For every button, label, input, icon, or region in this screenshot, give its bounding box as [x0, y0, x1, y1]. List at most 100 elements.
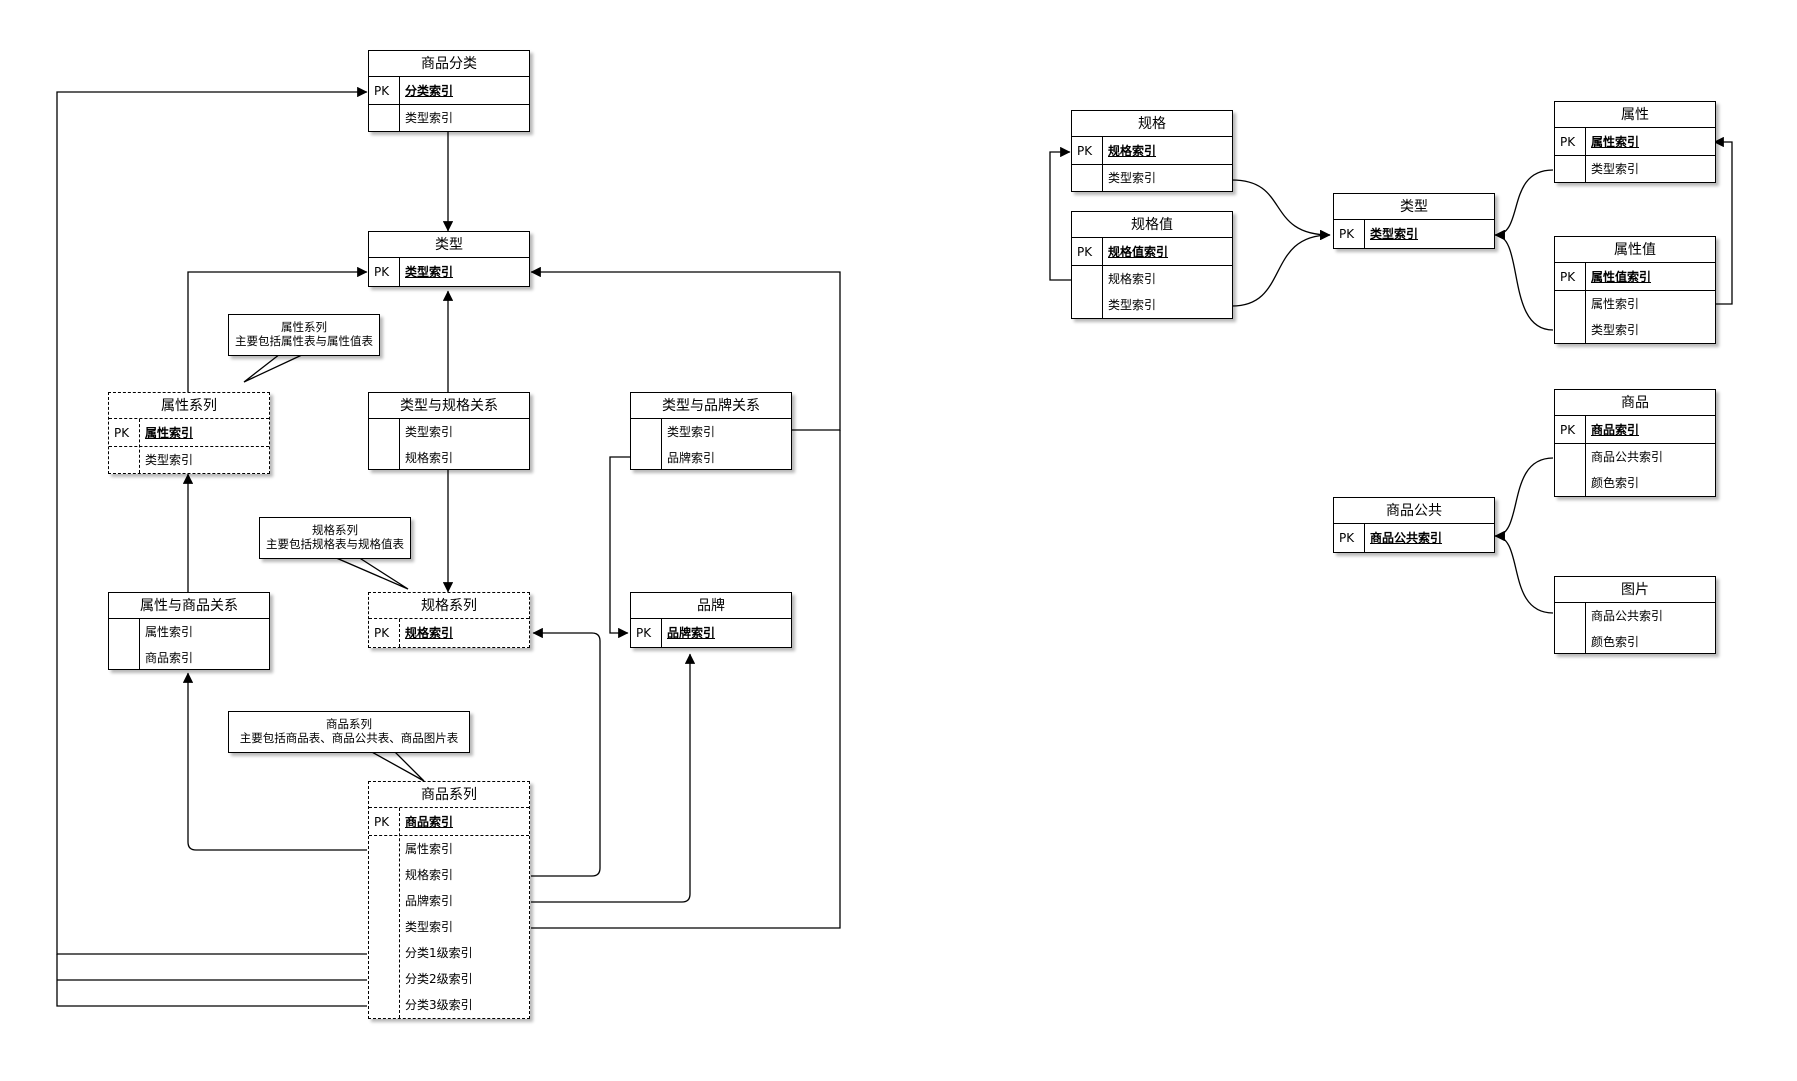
edge-goods-cat3 — [56, 954, 367, 1007]
column-divider — [1364, 220, 1365, 248]
pk-field: 属性索引 — [145, 426, 194, 440]
pk-field: 规格索引 — [405, 626, 454, 640]
pk-row: PK 商品公共索引 — [1334, 524, 1494, 552]
column-divider — [1102, 238, 1103, 318]
pk-field: 分类索引 — [405, 84, 454, 98]
table-spec-value[interactable]: 规格值 PK 规格值索引 规格索引 类型索引 — [1071, 211, 1233, 319]
field-row: 类型索引 — [405, 111, 454, 125]
edge-image-to-goodscommon — [1494, 530, 1554, 614]
table-title: 规格值 — [1072, 212, 1232, 238]
pk-row: PK 属性索引 — [109, 419, 269, 447]
table-goods[interactable]: 商品 PK 商品索引 商品公共索引 颜色索引 — [1554, 389, 1716, 497]
edge-spec-to-type — [1231, 179, 1331, 241]
field-row: 类型索引 — [405, 920, 454, 934]
edge-attrseries-to-type — [187, 266, 368, 392]
table-title: 商品系列 — [369, 782, 529, 808]
table-brand[interactable]: 品牌 PK 品牌索引 — [630, 592, 792, 648]
pk-row: PK 属性值索引 — [1555, 263, 1715, 291]
field-row: 规格索引 — [1108, 272, 1157, 286]
edge-goods-to-type — [531, 430, 841, 929]
table-type[interactable]: 类型 PK 类型索引 — [368, 231, 530, 287]
pk-field: 类型索引 — [1370, 227, 1419, 241]
edge-goods-to-goodscommon — [1494, 457, 1554, 542]
note-pointer-spec — [333, 556, 409, 590]
field-row: 颜色索引 — [1591, 476, 1640, 490]
pk-field: 商品索引 — [1591, 423, 1640, 437]
pk-field: 规格索引 — [1108, 144, 1157, 158]
pk-label: PK — [1560, 423, 1576, 437]
column-divider — [661, 619, 662, 647]
table-title: 图片 — [1555, 577, 1715, 603]
edge-attr-to-type — [1494, 169, 1554, 241]
edge-attrvalue-to-type — [1494, 229, 1554, 331]
pk-row: PK 类型索引 — [1334, 220, 1494, 248]
pk-label: PK — [374, 626, 390, 640]
table-title: 商品 — [1555, 390, 1715, 416]
edge-goods-to-specseries — [531, 627, 601, 877]
table-title: 品牌 — [631, 593, 791, 619]
pk-label: PK — [1077, 245, 1093, 259]
table-spec-series[interactable]: 规格系列 PK 规格索引 — [368, 592, 530, 648]
table-spec[interactable]: 规格 PK 规格索引 类型索引 — [1071, 110, 1233, 192]
pk-label: PK — [1339, 227, 1355, 241]
table-title: 类型 — [369, 232, 529, 258]
table-attr-value[interactable]: 属性值 PK 属性值索引 属性索引 类型索引 — [1554, 236, 1716, 344]
field-row: 商品索引 — [145, 651, 194, 665]
note-line2: 主要包括商品表、商品公共表、商品图片表 — [239, 731, 459, 745]
pk-row: PK 品牌索引 — [631, 619, 791, 647]
pk-label: PK — [374, 265, 390, 279]
note-attr-series: 属性系列 主要包括属性表与属性值表 — [228, 314, 380, 356]
table-type-right[interactable]: 类型 PK 类型索引 — [1333, 193, 1495, 249]
field-row: 商品公共索引 — [1591, 609, 1664, 623]
pk-label: PK — [1560, 135, 1576, 149]
pk-row: PK 规格值索引 — [1072, 238, 1232, 266]
field-row: 品牌索引 — [405, 894, 454, 908]
note-pointer-goods — [367, 750, 425, 782]
pk-row: PK 属性索引 — [1555, 128, 1715, 156]
pk-row: PK 类型索引 — [369, 258, 529, 286]
pk-row: PK 商品索引 — [369, 808, 529, 836]
column-divider — [1102, 137, 1103, 191]
pk-label: PK — [374, 815, 390, 829]
pk-label: PK — [114, 426, 130, 440]
note-line1: 商品系列 — [326, 717, 372, 731]
field-row: 分类3级索引 — [405, 998, 473, 1012]
column-divider — [139, 419, 140, 473]
table-title: 类型 — [1334, 194, 1494, 220]
table-goods-series[interactable]: 商品系列 PK 商品索引 属性索引 规格索引 品牌索引 类型索引 分类1级索引 … — [368, 781, 530, 1019]
note-line2: 主要包括规格表与规格值表 — [266, 537, 404, 551]
table-attr-series[interactable]: 属性系列 PK 属性索引 类型索引 — [108, 392, 270, 474]
column-divider — [399, 619, 400, 647]
field-row: 类型索引 — [1591, 323, 1640, 337]
field-row: 类型索引 — [667, 425, 716, 439]
pk-label: PK — [374, 84, 390, 98]
table-attr[interactable]: 属性 PK 属性索引 类型索引 — [1554, 101, 1716, 183]
column-divider — [1585, 416, 1586, 496]
note-spec-series: 规格系列 主要包括规格表与规格值表 — [259, 517, 411, 559]
table-title: 规格 — [1072, 111, 1232, 137]
field-row: 类型索引 — [1108, 171, 1157, 185]
table-title: 类型与规格关系 — [369, 393, 529, 419]
edge-typebrand-to-type — [530, 266, 841, 431]
table-title: 商品分类 — [369, 51, 529, 77]
edge-specvalue-to-spec — [1049, 146, 1072, 281]
pk-label: PK — [1560, 270, 1576, 284]
table-category[interactable]: 商品分类 PK 分类索引 类型索引 — [368, 50, 530, 132]
field-row: 商品公共索引 — [1591, 450, 1664, 464]
table-type-brand[interactable]: 类型与品牌关系 类型索引 品牌索引 — [630, 392, 792, 470]
pk-field: 属性值索引 — [1591, 270, 1652, 284]
table-title: 商品公共 — [1334, 498, 1494, 524]
field-row: 规格索引 — [405, 868, 454, 882]
table-attr-goods[interactable]: 属性与商品关系 属性索引 商品索引 — [108, 592, 270, 670]
table-type-spec[interactable]: 类型与规格关系 类型索引 规格索引 — [368, 392, 530, 470]
pk-field: 品牌索引 — [667, 626, 716, 640]
table-title: 属性系列 — [109, 393, 269, 419]
table-image[interactable]: 图片 商品公共索引 颜色索引 — [1554, 576, 1716, 654]
table-goods-common[interactable]: 商品公共 PK 商品公共索引 — [1333, 497, 1495, 553]
note-line2: 主要包括属性表与属性值表 — [235, 334, 373, 348]
pk-field: 类型索引 — [405, 265, 454, 279]
edge-typebrand-to-brand — [609, 456, 630, 639]
field-row: 颜色索引 — [1591, 635, 1640, 649]
note-line1: 规格系列 — [312, 523, 358, 537]
note-line1: 属性系列 — [281, 320, 327, 334]
